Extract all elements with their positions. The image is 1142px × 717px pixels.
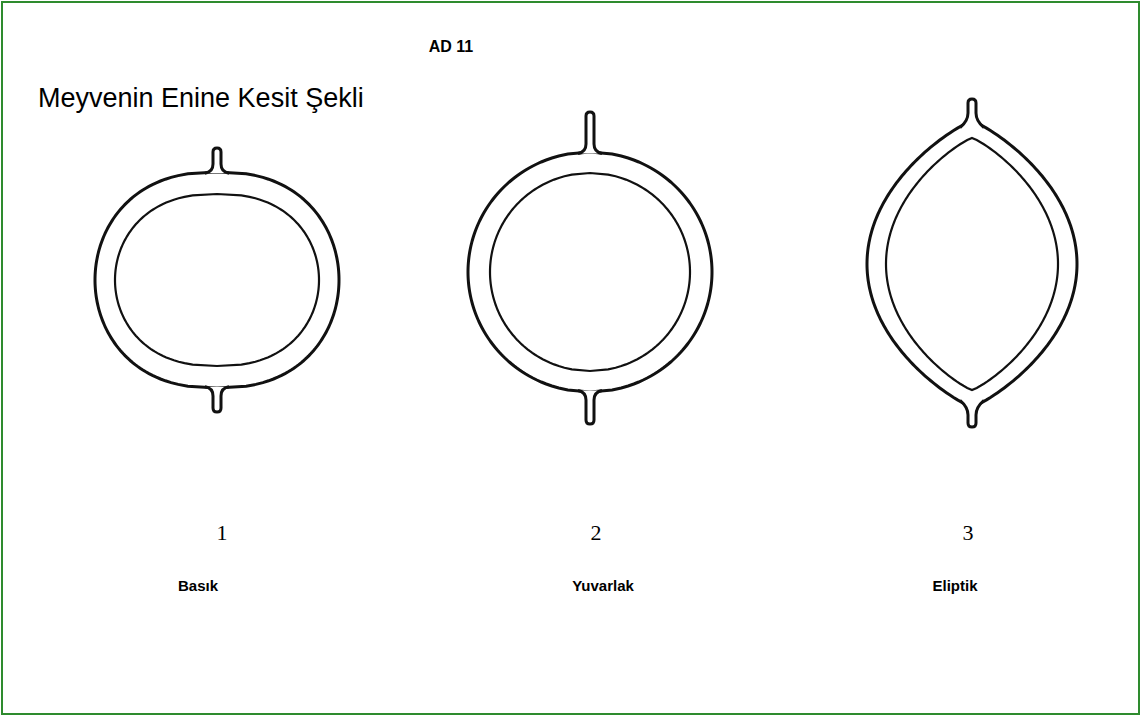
suture-tip <box>960 400 984 427</box>
diagram-title: Meyvenin Enine Kesit Şekli <box>38 84 364 114</box>
outer-shell <box>468 152 712 392</box>
inner-shell <box>490 173 690 371</box>
suture-tip <box>960 99 984 128</box>
suture-tip <box>205 148 229 173</box>
suture-tip <box>578 390 602 424</box>
shape-name: Eliptik <box>932 578 977 595</box>
callout-number: 3 <box>963 521 974 545</box>
suture-tip <box>578 112 602 154</box>
outer-shell <box>95 172 339 388</box>
fruit-section <box>95 148 339 412</box>
callout-number: 1 <box>217 521 228 545</box>
outer-shell <box>867 121 1077 407</box>
inner-shell <box>115 194 319 366</box>
shape-name: Yuvarlak <box>572 578 634 595</box>
fruit-section <box>867 99 1077 427</box>
inner-shell <box>886 138 1058 390</box>
suture-tip <box>205 387 229 412</box>
cross-sections <box>95 99 1077 427</box>
figure-code: AD 11 <box>429 38 473 56</box>
callout-number: 2 <box>591 521 602 545</box>
shape-name: Basık <box>178 578 218 595</box>
fruit-section <box>468 112 712 424</box>
